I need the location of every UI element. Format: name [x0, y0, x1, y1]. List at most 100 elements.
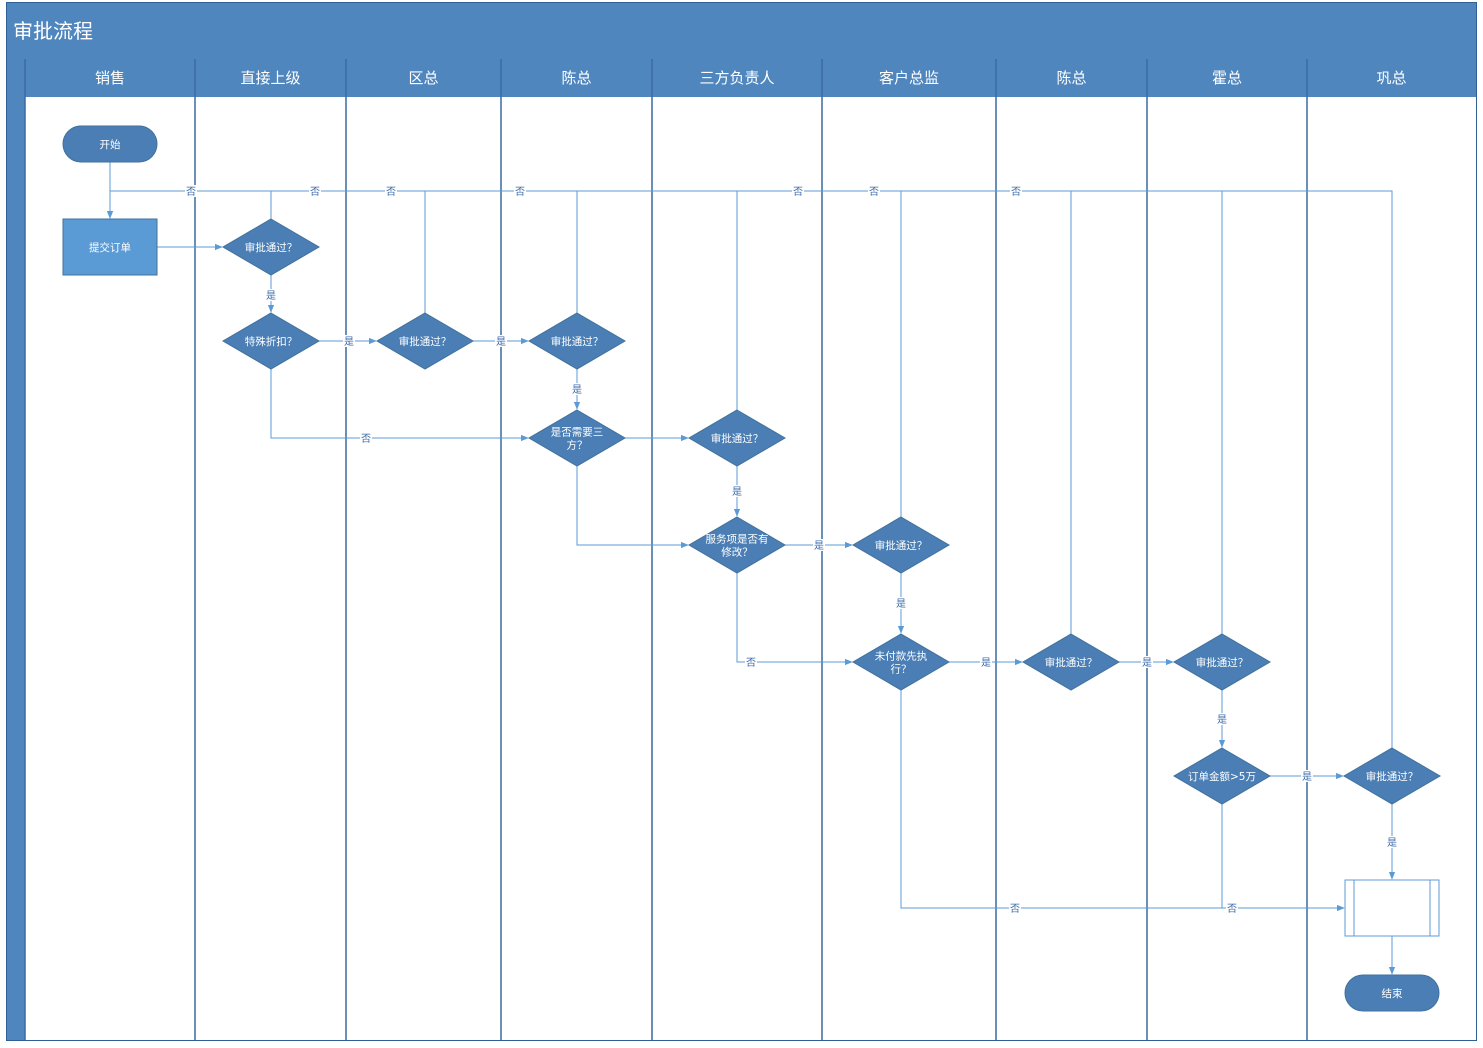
edge-label: 否 — [385, 185, 397, 198]
node-label: 开始 — [100, 138, 121, 151]
edge-label: 否 — [360, 432, 372, 445]
svg-text:是: 是 — [1387, 837, 1397, 849]
node-label: 提交订单 — [89, 241, 131, 254]
decision-shape — [1022, 633, 1120, 691]
diagram-title: 审批流程 — [13, 19, 93, 43]
node-label: 审批通过？ — [1366, 770, 1419, 783]
edge-label: 否 — [868, 185, 880, 198]
lane-header-label: 霍总 — [1212, 69, 1242, 87]
node-label: 修改？ — [721, 546, 753, 559]
edge-label: 是 — [1386, 836, 1398, 849]
edge-label: 否 — [514, 185, 526, 198]
svg-text:是: 是 — [814, 540, 824, 552]
edge-label: 是 — [571, 383, 583, 396]
svg-text:否: 否 — [310, 186, 320, 198]
decision-shape — [688, 409, 786, 467]
lane-header-label: 区总 — [408, 69, 438, 87]
lane-header-label: 直接上级 — [240, 69, 300, 87]
process-shape — [62, 218, 158, 276]
edge-label: 是 — [265, 289, 277, 302]
edge-label: 是 — [343, 335, 355, 348]
svg-text:是: 是 — [344, 336, 354, 348]
subprocess-shape — [1344, 879, 1440, 937]
decision-shape — [688, 516, 786, 574]
svg-text:否: 否 — [869, 186, 879, 198]
svg-text:否: 否 — [386, 186, 396, 198]
node-d_chen1: 审批通过？ — [528, 312, 626, 370]
node-d_gong: 审批通过？ — [1343, 747, 1441, 805]
lane-third: 三方负责人 — [651, 59, 775, 1040]
lane-supervisor: 直接上级 — [194, 59, 301, 1040]
lane-header-bar — [7, 59, 1476, 97]
decision-shape — [1173, 747, 1271, 805]
edge-label: 是 — [980, 656, 992, 669]
decision-shape — [222, 218, 320, 276]
svg-text:否: 否 — [746, 657, 756, 669]
lane-header-label: 陈总 — [561, 69, 591, 87]
edge-d_gong-to-submit — [106, 190, 1393, 748]
svg-text:否: 否 — [1227, 903, 1237, 915]
node-label: 方？ — [567, 439, 588, 452]
node-d_reg: 审批通过？ — [376, 312, 474, 370]
lane-chen1: 陈总 — [500, 59, 592, 1040]
decision-shape — [852, 516, 950, 574]
decision-shape — [528, 312, 626, 370]
edge-label: 是 — [895, 597, 907, 610]
node-label: 订单分配 — [1371, 903, 1413, 915]
edge-label: 否 — [1226, 902, 1238, 915]
svg-text:是: 是 — [1142, 657, 1152, 669]
node-label: 未付款先执 — [875, 650, 928, 663]
edge-label: 是 — [1216, 713, 1228, 726]
lane-header-label: 巩总 — [1376, 69, 1406, 87]
lane-header-label: 销售 — [95, 69, 125, 87]
node-label: 特殊折扣？ — [245, 335, 298, 348]
svg-text:是: 是 — [496, 336, 506, 348]
title-bar — [7, 3, 1476, 59]
node-label: 审批通过？ — [1045, 656, 1098, 669]
svg-text:是: 是 — [572, 384, 582, 396]
node-label: 审批通过？ — [875, 539, 928, 552]
node-label: 结束 — [1382, 987, 1404, 1000]
edge-label: 否 — [1010, 185, 1022, 198]
svg-text:否: 否 — [793, 186, 803, 198]
lane-region: 区总 — [345, 59, 439, 1040]
edge-label: 是 — [495, 335, 507, 348]
lane-huo: 霍总 — [1146, 59, 1242, 1040]
svg-text:是: 是 — [1217, 714, 1227, 726]
node-label: 行？ — [891, 663, 912, 676]
decision-shape — [376, 312, 474, 370]
node-submit: 提交订单 — [62, 218, 158, 276]
decision-shape — [1343, 747, 1441, 805]
terminal-shape — [1344, 974, 1440, 1012]
svg-text:否: 否 — [515, 186, 525, 198]
svg-text:是: 是 — [266, 290, 276, 302]
edge-label: 是 — [1141, 656, 1153, 669]
node-label: 审批通过？ — [1196, 656, 1249, 669]
edge-label: 否 — [309, 185, 321, 198]
decision-shape — [1173, 633, 1271, 691]
node-alloc: 订单分配 — [1344, 879, 1440, 937]
edge-label: 是 — [731, 485, 743, 498]
decision-shape — [222, 312, 320, 370]
edge-label: 是 — [813, 539, 825, 552]
node-d_chen2: 审批通过？ — [1022, 633, 1120, 691]
edge-d_disc-to-d_need3 — [270, 369, 529, 442]
lane-sales: 销售 — [24, 59, 125, 1040]
svg-text:否: 否 — [1010, 903, 1020, 915]
edge-label: 是 — [1301, 770, 1313, 783]
edge-d_need3-to-d_svc — [576, 466, 689, 549]
lane-gong: 巩总 — [1306, 59, 1407, 1040]
node-d_disc: 特殊折扣？ — [222, 312, 320, 370]
node-label: 服务项是否有 — [706, 533, 769, 546]
node-start: 开始 — [62, 125, 158, 163]
edge-label: 否 — [745, 656, 757, 669]
svg-text:是: 是 — [1302, 771, 1312, 783]
edge-label: 否 — [1009, 902, 1021, 915]
lane-header-label: 客户总监 — [879, 69, 939, 87]
edge-label: 否 — [792, 185, 804, 198]
svg-text:是: 是 — [896, 598, 906, 610]
